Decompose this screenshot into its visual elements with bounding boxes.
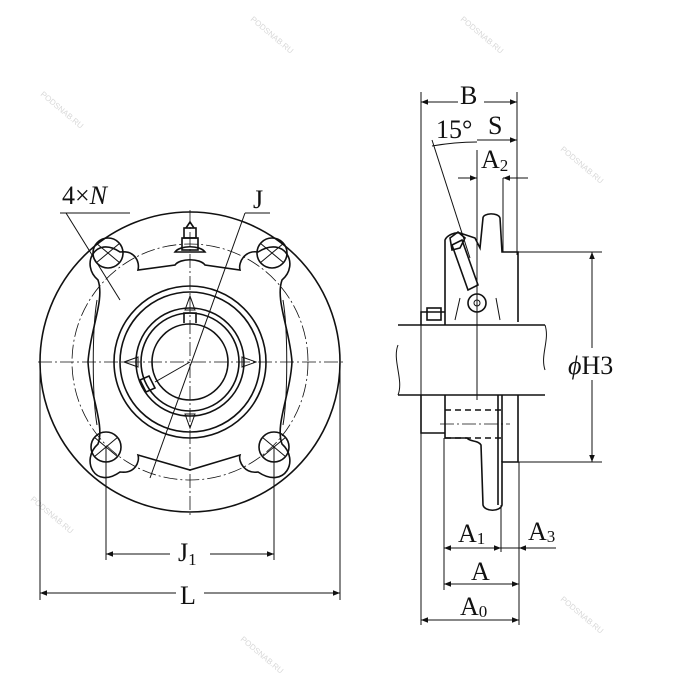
pcd-leader-line — [149, 212, 246, 479]
angle-arc — [431, 141, 478, 147]
set-screw-axis — [154, 361, 191, 383]
s-label: S — [488, 111, 502, 140]
a2-label: A2 — [481, 145, 508, 175]
grease-nipple-side-icon — [426, 230, 501, 321]
housing-side-outline — [444, 213, 519, 512]
hole-count-label: 4×N — [62, 181, 109, 210]
set-screw-top — [183, 312, 197, 323]
watermark: PODSNAB.RU — [559, 145, 605, 186]
watermark: PODSNAB.RU — [39, 90, 85, 131]
a-label: A — [471, 557, 490, 586]
angle-label: 15° — [436, 115, 472, 144]
side-view: 15° B S A2 ϕH3 A1 A3 A A0 — [395, 81, 618, 625]
shaft-break — [395, 324, 547, 396]
housing-rib — [282, 299, 288, 426]
watermark: PODSNAB.RU — [249, 15, 295, 56]
leader-line — [65, 212, 121, 301]
shaft — [398, 324, 545, 396]
angle-line — [431, 139, 471, 259]
a1-label: A1 — [458, 519, 485, 548]
h3-label: ϕH3 — [568, 351, 613, 380]
watermark: PODSNAB.RU — [459, 15, 505, 56]
housing-rib — [92, 299, 98, 426]
inner-ring-side — [420, 311, 445, 434]
watermark: PODSNAB.RU — [239, 635, 285, 676]
a0-label: A0 — [460, 592, 487, 621]
watermark: PODSNAB.RU — [29, 495, 75, 536]
watermark: PODSNAB.RU — [559, 595, 605, 636]
set-screw-side — [138, 374, 157, 394]
a3-label: A3 — [528, 517, 555, 546]
front-view: 4×N J J1 L — [38, 181, 345, 610]
b-label: B — [460, 81, 477, 110]
l-label: L — [180, 581, 196, 610]
j1-label: J1 — [178, 538, 197, 569]
pcd-label: J — [253, 185, 263, 214]
